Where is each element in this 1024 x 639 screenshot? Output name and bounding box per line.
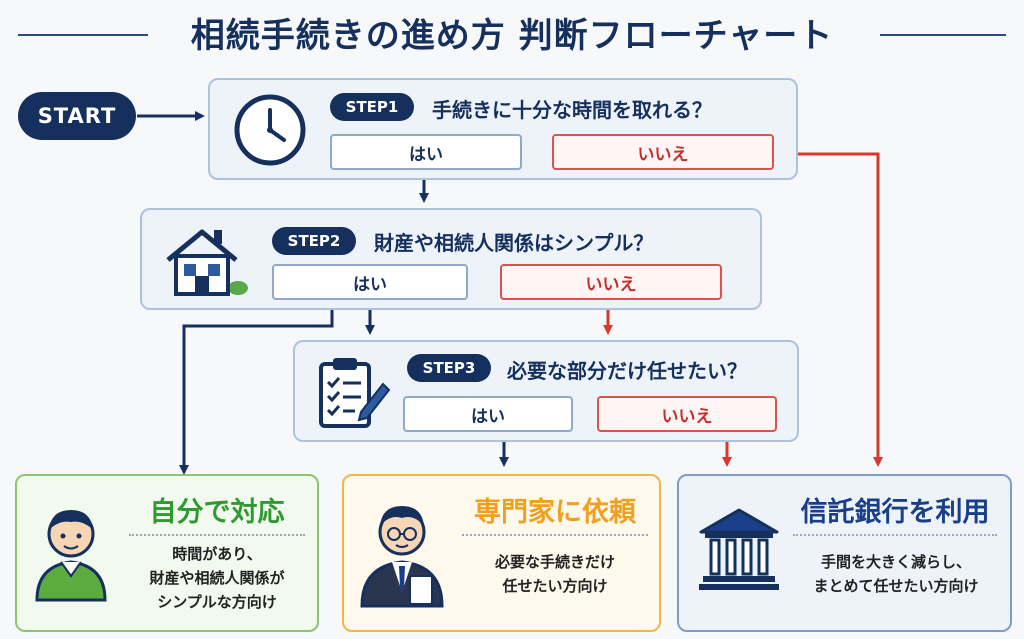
- result-expert-title: 専門家に依頼: [474, 497, 636, 528]
- step2-box: STEP2 財産や相続人関係はシンプル？ はい いいえ: [140, 208, 762, 310]
- step3-box: STEP3 必要な部分だけ任せたい？ はい いいえ: [293, 340, 799, 442]
- step3-question: 必要な部分だけ任せたい？: [507, 359, 747, 383]
- step2-no-button[interactable]: いいえ: [500, 264, 722, 300]
- step3-tag: STEP3: [407, 354, 491, 382]
- step1-question: 手続きに十分な時間を取れる？: [432, 98, 712, 122]
- step3-no-button[interactable]: いいえ: [597, 396, 777, 432]
- arrow-step1-no-bank: [798, 152, 883, 467]
- result-expert-card: 専門家に依頼 必要な手続きだけ 任せたい方向け: [342, 474, 661, 632]
- person-icon: [35, 510, 107, 602]
- step2-yes-button[interactable]: はい: [272, 264, 468, 300]
- title-rule-right: [880, 34, 1006, 36]
- arrow-step2-yes-self: [179, 310, 334, 475]
- result-self-card: 自分で対応 時間があり、 財産や相続人関係が シンプルな方向け: [15, 474, 319, 632]
- start-badge: START: [18, 92, 136, 140]
- businessman-icon: [360, 506, 444, 608]
- result-self-title: 自分で対応: [149, 497, 285, 528]
- result-bank-card: 信託銀行を利用 手間を大きく減らし、 まとめて任せたい方向け: [677, 474, 1012, 632]
- clipboard-checklist-icon: [319, 358, 391, 428]
- step2-question: 財産や相続人関係はシンプル？: [374, 231, 654, 255]
- step1-yes-button[interactable]: はい: [330, 134, 522, 170]
- step1-no-button[interactable]: いいえ: [552, 134, 774, 170]
- title-rule-left: [18, 34, 148, 36]
- step1-tag: STEP1: [330, 93, 414, 121]
- step2-tag: STEP2: [272, 227, 356, 255]
- result-bank-rule: [793, 534, 997, 536]
- clock-icon: [234, 94, 306, 166]
- step3-yes-button[interactable]: はい: [403, 396, 573, 432]
- page-title: 相続手続きの進め方 判断フローチャート: [190, 16, 834, 56]
- house-icon: [166, 229, 248, 296]
- result-self-desc: 時間があり、 財産や相続人関係が シンプルな方向け: [149, 545, 285, 611]
- result-bank-title: 信託銀行を利用: [800, 497, 990, 528]
- result-self-rule: [129, 534, 305, 536]
- bank-icon: [699, 508, 779, 590]
- step1-box: STEP1 手続きに十分な時間を取れる？ はい いいえ: [208, 78, 798, 180]
- result-bank-desc: 手間を大きく減らし、 まとめて任せたい方向け: [813, 553, 979, 595]
- result-expert-rule: [462, 534, 648, 536]
- result-expert-desc: 必要な手続きだけ 任せたい方向け: [494, 553, 615, 595]
